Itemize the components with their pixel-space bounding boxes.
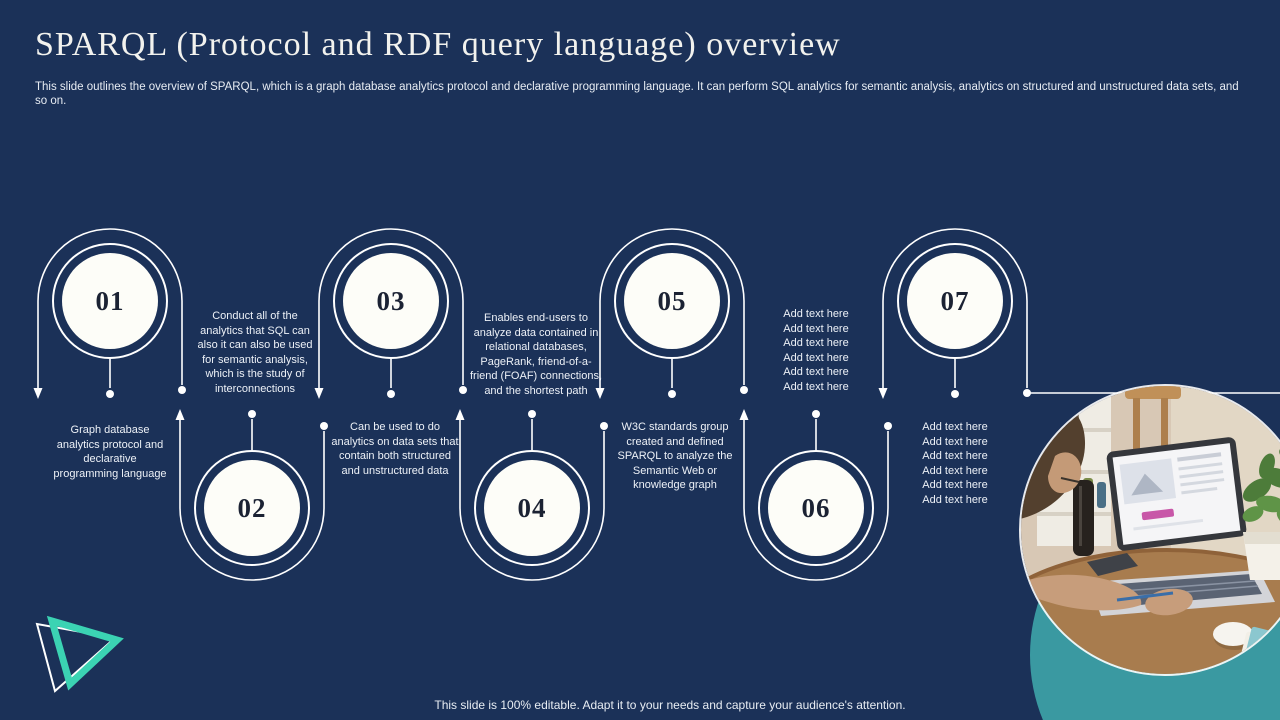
photo-table-edge bbox=[1021, 548, 1280, 585]
step-ring bbox=[194, 450, 310, 566]
connector-dot bbox=[528, 410, 536, 418]
step-number: 04 bbox=[517, 492, 547, 523]
step-circle-03[interactable]: 03 bbox=[343, 253, 439, 349]
arrow-up-icon bbox=[739, 409, 749, 420]
photo-illustration bbox=[1021, 386, 1280, 674]
arc-step-01 bbox=[37, 228, 183, 388]
slide-subtitle: This slide outlines the overview of SPAR… bbox=[35, 81, 1239, 107]
step-circle-07[interactable]: 07 bbox=[907, 253, 1003, 349]
brand-logo-arrow-icon bbox=[35, 615, 124, 693]
placeholder-line[interactable]: Add text here bbox=[922, 450, 988, 462]
arc-step-05 bbox=[599, 228, 745, 388]
connector-dot bbox=[812, 410, 820, 418]
placeholder-line[interactable]: Add text here bbox=[783, 366, 849, 378]
timeline-step-06: 06 bbox=[758, 450, 874, 566]
step-number: 03 bbox=[376, 285, 406, 316]
step-ring bbox=[897, 243, 1013, 359]
connector-dot bbox=[951, 390, 959, 398]
step-ring bbox=[52, 243, 168, 359]
placeholder-line[interactable]: Add text here bbox=[922, 421, 988, 433]
arc-step-03 bbox=[318, 228, 464, 388]
placeholder-line[interactable]: Add text here bbox=[783, 322, 849, 335]
step-circle-04[interactable]: 04 bbox=[484, 460, 580, 556]
timeline-step-01: 01 bbox=[52, 243, 168, 359]
arrow-down-icon bbox=[314, 388, 324, 399]
arc-step-02 bbox=[179, 419, 325, 581]
step-number: 07 bbox=[940, 285, 970, 316]
placeholder-line[interactable]: Add text here bbox=[783, 351, 849, 364]
step-description-02: Conduct all of the analytics that SQL ca… bbox=[197, 310, 313, 395]
step-circle-06[interactable]: 06 bbox=[768, 460, 864, 556]
step-description-03: Can be used to do analytics on data sets… bbox=[331, 421, 459, 477]
placeholder-line[interactable]: Add text here bbox=[922, 435, 988, 448]
arrow-down-icon bbox=[878, 388, 888, 399]
connector-dot bbox=[178, 386, 186, 394]
photo-phone bbox=[1087, 553, 1138, 576]
step-description-05: W3C standards group created and defined … bbox=[617, 421, 733, 491]
step-number: 02 bbox=[237, 492, 267, 523]
page-title: SPARQL (Protocol and RDF query language)… bbox=[35, 26, 841, 63]
step-ring bbox=[333, 243, 449, 359]
timeline-step-05: 05 bbox=[614, 243, 730, 359]
step-description-04: Enables end-users to analyze data contai… bbox=[469, 312, 603, 397]
step-description-01: Graph database analytics protocol and de… bbox=[53, 424, 167, 480]
step-number: 06 bbox=[801, 492, 831, 523]
step-ring bbox=[614, 243, 730, 359]
timeline-step-02: 02 bbox=[194, 450, 310, 566]
arrow-down-icon bbox=[33, 388, 43, 399]
connector-dot bbox=[387, 390, 395, 398]
step-circle-02[interactable]: 02 bbox=[204, 460, 300, 556]
placeholder-line[interactable]: Add text here bbox=[783, 380, 849, 393]
footer-note: This slide is 100% editable. Adapt it to… bbox=[434, 698, 906, 712]
arrow-up-icon bbox=[175, 409, 185, 420]
connector-dot bbox=[600, 422, 608, 430]
placeholder-line[interactable]: Add text here bbox=[783, 337, 849, 349]
step-ring bbox=[758, 450, 874, 566]
connector-dot bbox=[248, 410, 256, 418]
placeholder-line[interactable]: Add text here bbox=[922, 493, 988, 506]
arc-step-07 bbox=[882, 228, 1028, 388]
timeline-step-03: 03 bbox=[333, 243, 449, 359]
timeline-step-04: 04 bbox=[474, 450, 590, 566]
photo-laptop bbox=[1089, 437, 1275, 616]
photo-woman-laptop bbox=[1019, 384, 1280, 676]
connector-dot bbox=[740, 386, 748, 394]
arrow-up-icon bbox=[455, 409, 465, 420]
step-ring bbox=[474, 450, 590, 566]
connector-dot bbox=[1023, 389, 1031, 397]
placeholder-line[interactable]: Add text here bbox=[922, 464, 988, 477]
placeholder-line[interactable]: Add text here bbox=[783, 308, 849, 320]
step-circle-01[interactable]: 01 bbox=[62, 253, 158, 349]
connector-dot bbox=[459, 386, 467, 394]
connector-dot bbox=[668, 390, 676, 398]
step-number: 05 bbox=[657, 285, 687, 316]
arc-step-04 bbox=[459, 419, 605, 581]
photo-stool bbox=[1125, 386, 1181, 476]
timeline-step-07: 07 bbox=[897, 243, 1013, 359]
arc-step-06 bbox=[743, 419, 889, 581]
connector-dot bbox=[320, 422, 328, 430]
connector-dot bbox=[884, 422, 892, 430]
arrow-down-icon bbox=[595, 388, 605, 399]
photo-thermos bbox=[1073, 480, 1094, 556]
placeholder-line[interactable]: Add text here bbox=[922, 479, 988, 491]
connector-dot bbox=[106, 390, 114, 398]
step-number: 01 bbox=[95, 285, 125, 316]
step-circle-05[interactable]: 05 bbox=[624, 253, 720, 349]
photo-plant bbox=[1242, 447, 1280, 580]
